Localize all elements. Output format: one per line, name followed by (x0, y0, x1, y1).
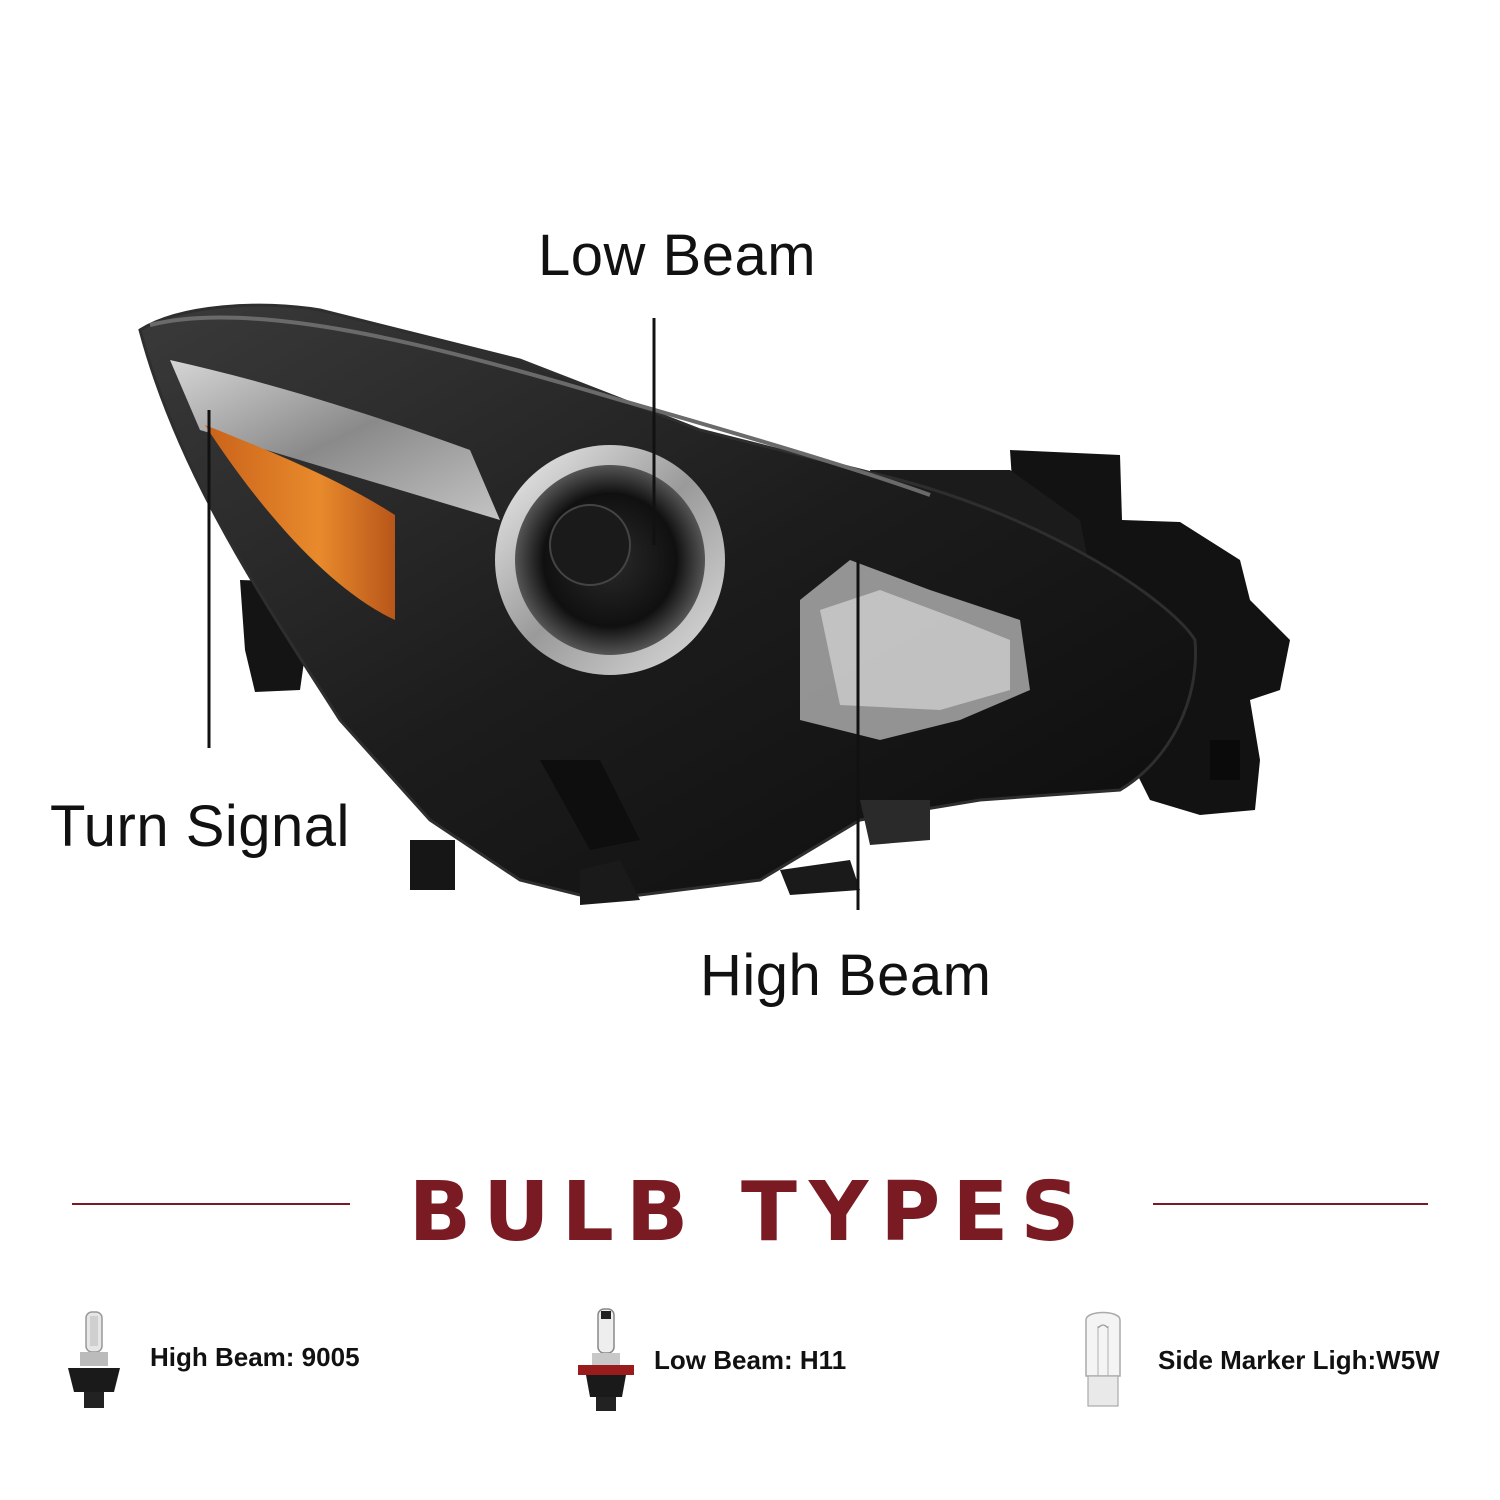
bulb-9005-icon (68, 1311, 120, 1408)
title-divider-right (1153, 1203, 1428, 1205)
bulb-w5w-label: Side Marker Ligh:W5W (1158, 1345, 1440, 1375)
chrome-strip (170, 360, 500, 520)
low-beam-callout: Low Beam (538, 223, 817, 288)
turn-signal-callout: Turn Signal (50, 794, 350, 859)
title-divider-left (72, 1203, 350, 1205)
amber-turn-signal (205, 425, 395, 620)
bulb-types-title: BULB TYPES (408, 1165, 1092, 1260)
bulb-h11-label: Low Beam: H11 (654, 1345, 847, 1375)
headlamp-image (138, 303, 1290, 910)
bulb-9005-label: High Beam: 9005 (150, 1342, 360, 1372)
bulb-h11-icon (578, 1308, 634, 1411)
bulb-w5w-icon (1085, 1311, 1121, 1407)
high-beam-callout: High Beam (700, 943, 992, 1008)
